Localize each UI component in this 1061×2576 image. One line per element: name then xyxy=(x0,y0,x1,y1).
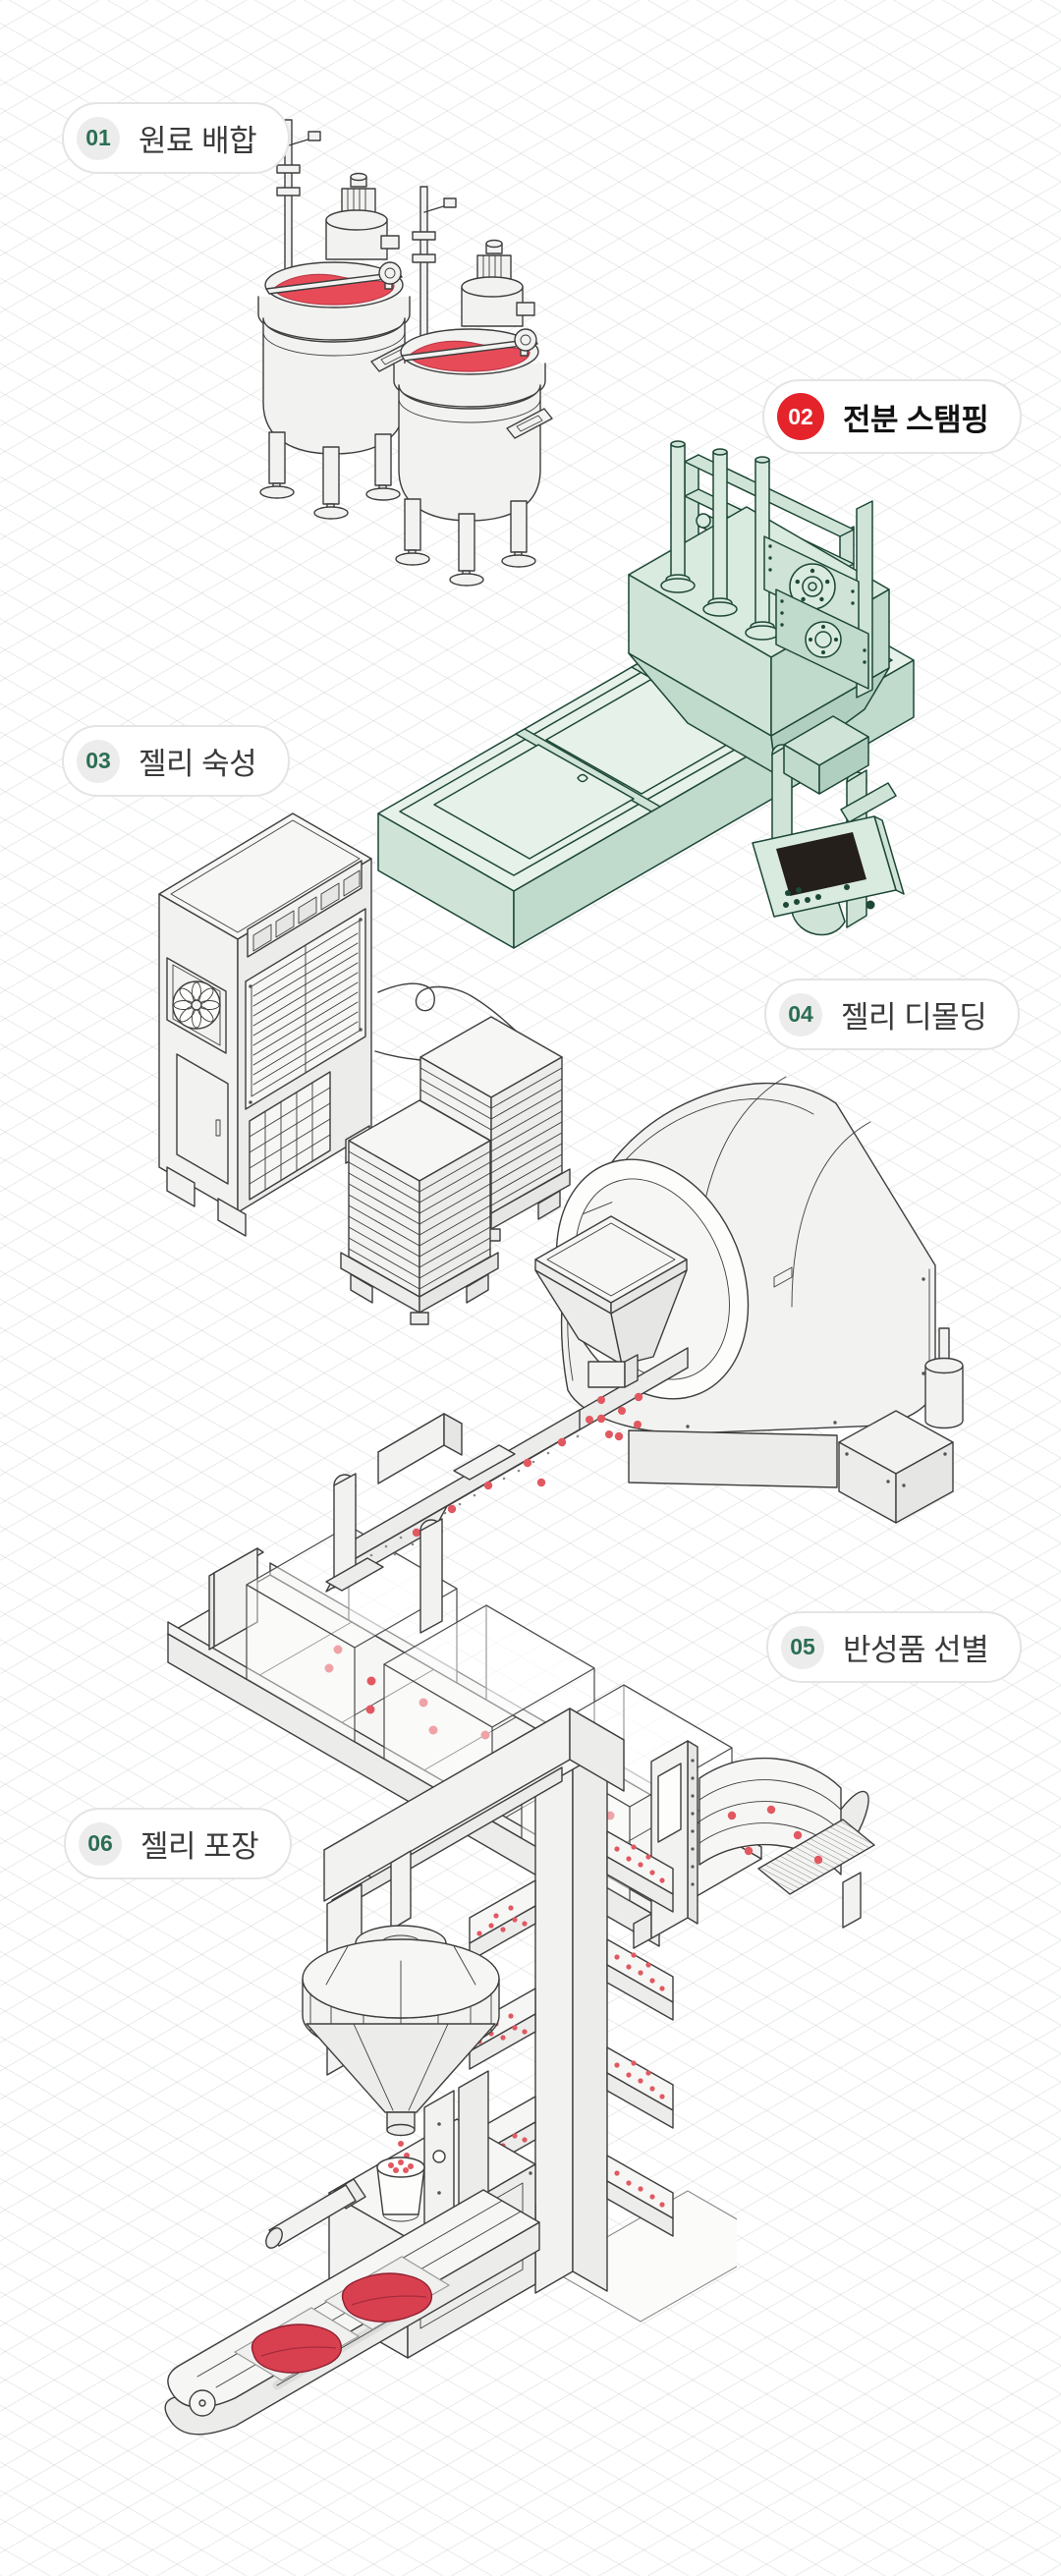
drum-hopper xyxy=(534,1215,688,1388)
falling-jellies xyxy=(586,1396,642,1438)
conveyor-supports xyxy=(325,1413,516,1634)
louver-vents xyxy=(245,860,366,1201)
step-number-badge: 04 xyxy=(779,992,822,1036)
step-pill-04: 04 젤리 디몰딩 xyxy=(764,979,1021,1050)
step-pill-01: 01 원료 배합 xyxy=(62,102,291,174)
control-panel xyxy=(752,782,905,936)
demolding-machine-icon xyxy=(325,1076,964,1634)
vibrating-screen xyxy=(633,1740,875,1949)
fan xyxy=(166,957,227,1054)
panel-screen xyxy=(776,832,866,896)
step-number-badge: 02 xyxy=(777,393,824,440)
press-side-plates xyxy=(763,500,873,699)
elevator-bins-right xyxy=(606,1830,674,2237)
step-label: 전분 스탬핑 xyxy=(843,402,989,437)
multihead-weigher xyxy=(302,1850,500,2137)
step-pill-03: 03 젤리 숙성 xyxy=(62,725,291,797)
drum-base xyxy=(628,1327,964,1524)
tray-stack-front xyxy=(340,1099,499,1325)
step-label: 반성품 선별 xyxy=(843,1633,989,1667)
jellies-on-demolding-belt xyxy=(412,1392,643,1538)
jelly-pouches xyxy=(233,2256,451,2381)
step-label: 원료 배합 xyxy=(139,124,257,158)
step-number-badge: 06 xyxy=(79,1821,122,1866)
cabinet-door xyxy=(176,1053,229,1185)
starch-stamping-machine-icon xyxy=(377,440,915,949)
step-pill-05: 05 반성품 선별 xyxy=(766,1611,1023,1683)
step-label: 젤리 포장 xyxy=(140,1829,259,1864)
packaging-machine-icon xyxy=(164,1708,737,2436)
step-number-badge: 01 xyxy=(77,116,120,160)
demolding-conveyor xyxy=(325,1347,689,1593)
step-number-badge: 05 xyxy=(781,1625,824,1669)
elevator-column xyxy=(534,1754,608,2294)
dump-cup-station xyxy=(265,2070,489,2249)
step-label: 젤리 디몰딩 xyxy=(841,1000,987,1035)
step-number-badge: 03 xyxy=(77,739,120,783)
step-pill-06: 06 젤리 포장 xyxy=(64,1808,293,1879)
cooling-unit-icon xyxy=(158,812,571,1325)
step-label: 젤리 숙성 xyxy=(139,747,257,781)
cooling-cabinet xyxy=(158,812,372,1237)
step-pill-02: 02 전분 스탬핑 xyxy=(762,379,1023,454)
gantry-beam xyxy=(323,1708,625,1915)
